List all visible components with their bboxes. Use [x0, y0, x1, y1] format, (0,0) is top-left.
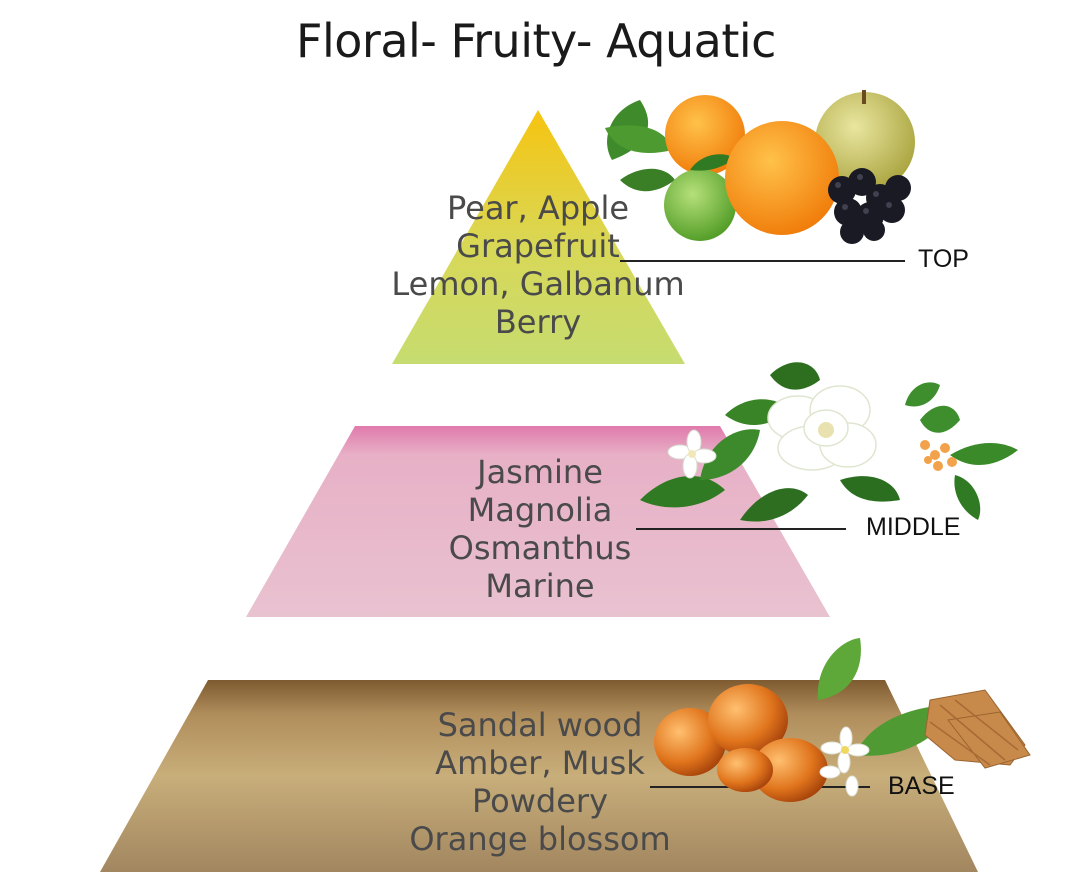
base-notes: Sandal wood Amber, Musk Powdery Orange b…: [380, 706, 700, 858]
top-note: Grapefruit: [388, 227, 688, 265]
top-note: Berry: [388, 303, 688, 341]
middle-note: Osmanthus: [390, 529, 690, 567]
middle-notes: Jasmine Magnolia Osmanthus Marine: [390, 453, 690, 605]
top-notes: Pear, Apple Grapefruit Lemon, Galbanum B…: [388, 189, 688, 341]
base-note: Amber, Musk: [380, 744, 700, 782]
top-note: Lemon, Galbanum: [388, 265, 688, 303]
base-note: Powdery: [380, 782, 700, 820]
top-tier-label: TOP: [918, 245, 969, 274]
base-note: Sandal wood: [380, 706, 700, 744]
top-note: Pear, Apple: [388, 189, 688, 227]
middle-note: Magnolia: [390, 491, 690, 529]
base-tier-label: BASE: [888, 772, 955, 801]
base-note: Orange blossom: [380, 820, 700, 858]
middle-tier-label: MIDDLE: [866, 513, 960, 542]
middle-note: Jasmine: [390, 453, 690, 491]
middle-note: Marine: [390, 567, 690, 605]
middle-flowers-illustration: [640, 362, 1018, 521]
